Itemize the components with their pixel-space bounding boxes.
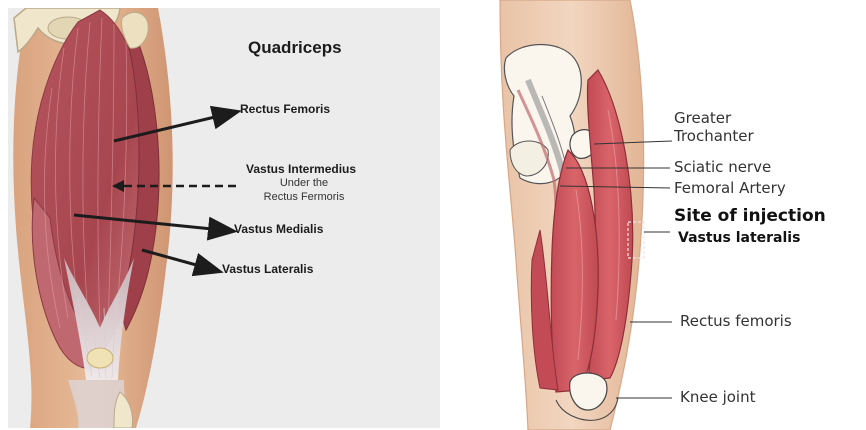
label-rectus-femoris: Rectus Femoris	[240, 102, 330, 116]
label-sciatic-nerve: Sciatic nerve	[674, 159, 771, 176]
label-vastus-lateralis: Vastus lateralis	[678, 230, 800, 246]
label-knee-joint: Knee joint	[680, 389, 755, 406]
label-femoral-artery: Femoral Artery	[674, 180, 786, 197]
quadriceps-title: Quadriceps	[248, 38, 342, 58]
injection-site-diagram: Greater Trochanter Sciatic nerve Femoral…	[470, 0, 866, 430]
label-site-of-injection: Site of injection	[674, 206, 826, 226]
label-vastus-intermedius-note-1: Under the	[270, 176, 338, 190]
label-greater-trochanter-1: Greater	[674, 110, 731, 127]
label-vastus-lateralis: Vastus Lateralis	[222, 262, 313, 276]
quadriceps-illustration	[8, 8, 440, 428]
quadriceps-diagram: Quadriceps Rectus Femoris Vastus Interme…	[8, 8, 440, 428]
patella	[87, 348, 113, 368]
label-rectus-femoris: Rectus femoris	[680, 313, 792, 330]
label-greater-trochanter-2: Trochanter	[674, 128, 754, 145]
label-vastus-intermedius: Vastus Intermedius	[246, 162, 356, 176]
label-vastus-intermedius-note-2: Rectus Fermoris	[256, 190, 352, 204]
label-vastus-medialis: Vastus Medialis	[234, 222, 323, 236]
